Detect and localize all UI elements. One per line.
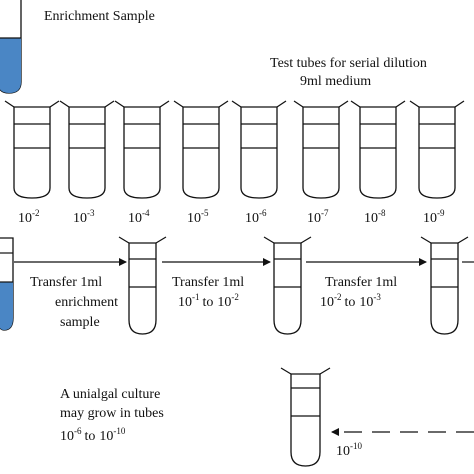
transfer-2-line-1: Transfer 1ml: [172, 275, 244, 290]
dilution-tube: [350, 100, 406, 199]
tube-10-2: [263, 236, 312, 335]
dilution-label: 10-8: [364, 208, 386, 226]
dilution-tube: [173, 100, 229, 199]
dilution-tube-row: [4, 100, 465, 199]
dilution-label: 10-3: [73, 208, 95, 226]
dilution-label: 10-4: [128, 208, 150, 226]
transfer-1-line-3: sample: [60, 315, 100, 330]
enrichment-liquid: [0, 38, 21, 82]
enrichment-label: Enrichment Sample: [44, 9, 155, 24]
dilution-label: 10-5: [187, 208, 209, 226]
dilution-tube: [4, 100, 60, 199]
dilution-label: 10-9: [423, 208, 445, 226]
dilution-tube: [231, 100, 287, 199]
final-dilution-label: 10-10: [336, 441, 362, 459]
source-tube: [0, 237, 14, 331]
dilution-label: 10-6: [245, 208, 267, 226]
test-tubes-title: Test tubes for serial dilution: [270, 56, 427, 71]
transfer-3-line-1: Transfer 1ml: [325, 275, 397, 290]
dilution-tube: [114, 100, 170, 199]
dilution-label: 10-2: [18, 208, 40, 226]
transfer-1-line-1: Transfer 1ml: [30, 275, 102, 290]
culture-note-line-1: A unialgal culture: [60, 387, 160, 402]
dilution-label-row: 10-2 10-3 10-4 10-5 10-6 10-7 10-8 10-9: [18, 208, 445, 226]
dilution-label: 10-7: [307, 208, 329, 226]
enrichment-tube: [0, 0, 22, 94]
transfer-1-line-2: enrichment: [55, 295, 118, 310]
test-tubes-subtitle: 9ml medium: [300, 74, 371, 89]
culture-note-line-2: may grow in tubes: [60, 406, 164, 421]
dilution-tube: [59, 100, 115, 199]
tube-10-1: [118, 236, 167, 335]
tube-10-10: [280, 367, 331, 467]
tube-10-3: [420, 236, 469, 335]
dilution-tube: [293, 100, 349, 199]
dilution-tube: [409, 100, 465, 199]
